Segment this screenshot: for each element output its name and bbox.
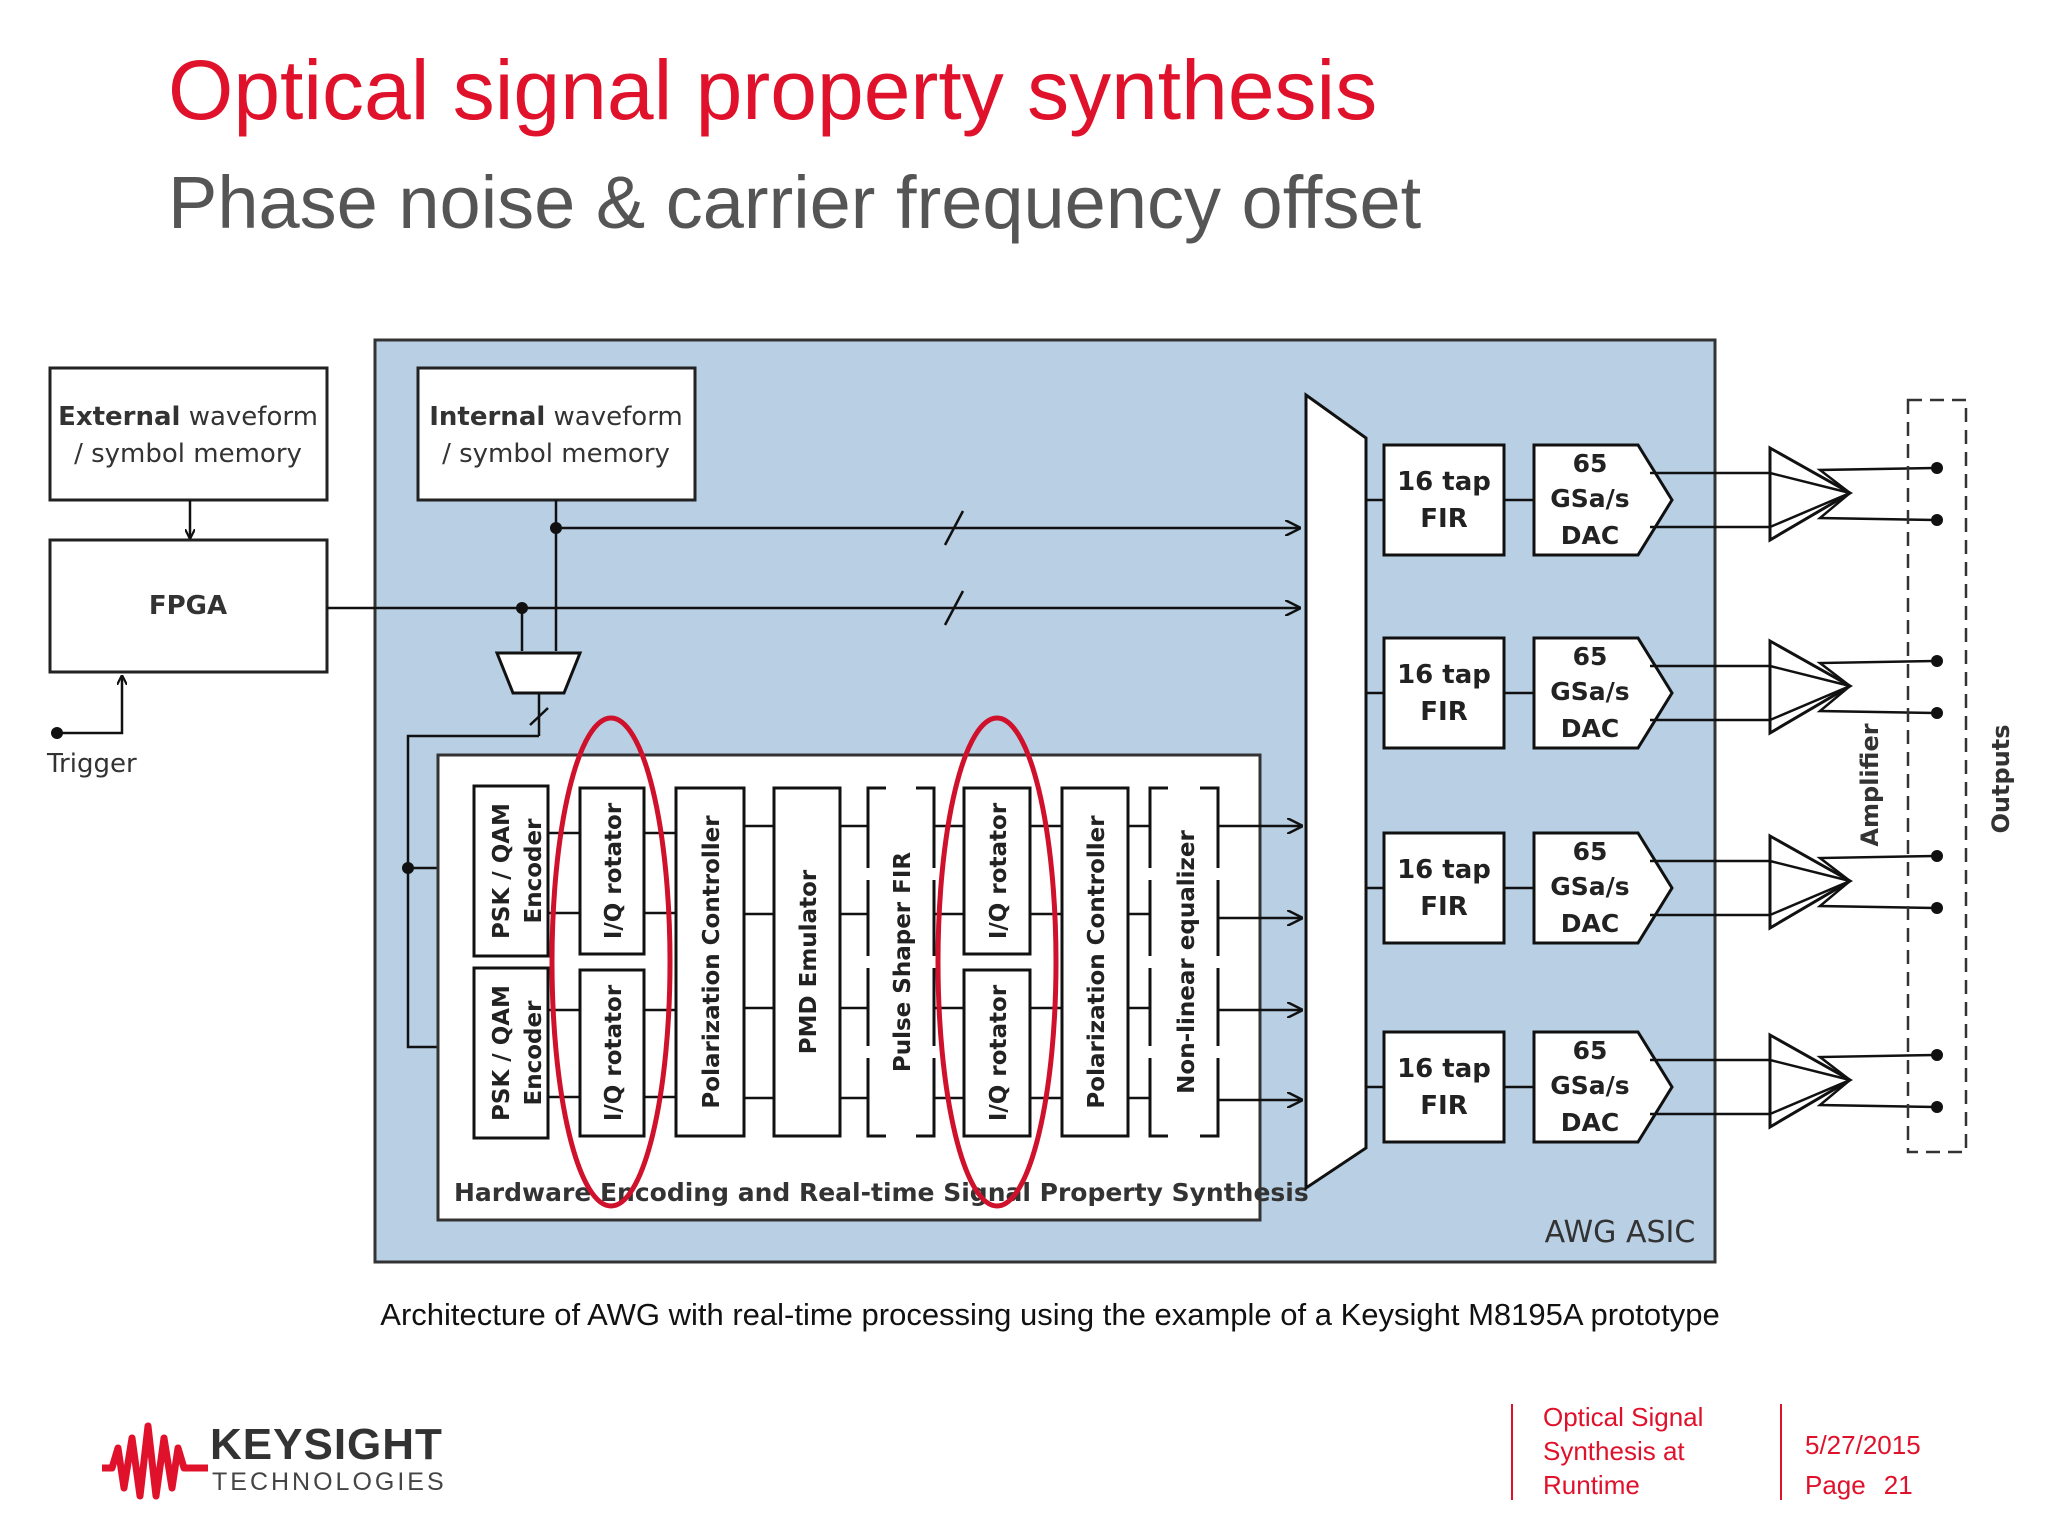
iq-rotator-1-bottom-label: I/Q rotator <box>601 984 627 1121</box>
svg-text:DAC: DAC <box>1561 521 1619 550</box>
output-mux <box>1304 392 1368 1191</box>
svg-text:65: 65 <box>1573 642 1608 671</box>
external-memory-label-2: / symbol memory <box>74 439 302 469</box>
internal-memory-label-2: / symbol memory <box>442 439 670 469</box>
iq-rotator-1-top-label: I/Q rotator <box>601 802 627 939</box>
svg-text:FIR: FIR <box>1420 697 1467 727</box>
channel-3: 16 tap FIR 65 GSa/s DAC <box>1382 831 1674 945</box>
external-memory-box <box>48 366 329 502</box>
internal-memory-label: Internal waveform <box>429 402 683 432</box>
svg-text:65: 65 <box>1573 449 1608 478</box>
svg-text:GSa/s: GSa/s <box>1550 484 1629 513</box>
awg-asic-label: AWG ASIC <box>1545 1215 1696 1250</box>
outputs-boundary <box>1906 398 1968 1154</box>
polarization-controller-2 <box>1060 786 1130 1138</box>
svg-text:16 tap: 16 tap <box>1397 660 1491 690</box>
svg-text:65: 65 <box>1573 1036 1608 1065</box>
svg-text:FIR: FIR <box>1420 892 1467 922</box>
polarization-controller-1-label: Polarization Controller <box>699 815 725 1109</box>
processing-label: Hardware Encoding and Real-time Signal P… <box>454 1178 1309 1207</box>
svg-text:DAC: DAC <box>1561 1108 1619 1137</box>
pulse-shaper-fir-label: Pulse Shaper FIR <box>890 852 916 1073</box>
pmd-emulator-label: PMD Emulator <box>796 869 822 1054</box>
fpga-box <box>48 538 329 674</box>
keysight-logo-icon <box>102 1422 208 1500</box>
awg-architecture-diagram: AWG ASIC External waveform / symbol memo… <box>46 338 2015 1264</box>
nonlinear-equalizer-label: Non-linear equalizer <box>1174 830 1200 1094</box>
channel-2: 16 tap FIR 65 GSa/s DAC <box>1382 636 1674 750</box>
amplifier-label: Amplifier <box>1856 723 1884 846</box>
channel-4: 16 tap FIR 65 GSa/s DAC <box>1382 1030 1674 1144</box>
pulse-shaper-fir <box>866 786 936 1138</box>
highlight-iq-rotator-2 <box>935 715 1059 1209</box>
svg-text:GSa/s: GSa/s <box>1550 677 1629 706</box>
fpga-label: FPGA <box>149 591 227 621</box>
svg-text:GSa/s: GSa/s <box>1550 1071 1629 1100</box>
pmd-emulator <box>772 786 842 1138</box>
svg-text:16 tap: 16 tap <box>1397 467 1491 497</box>
channel-1: 16 tap FIR 65 GSa/s DAC <box>1382 443 1674 557</box>
nonlinear-equalizer <box>1148 786 1220 1138</box>
outputs-label: Outputs <box>1987 725 2015 834</box>
footer-divider-1 <box>1511 1404 1513 1500</box>
encoder-top <box>472 784 550 958</box>
svg-text:65: 65 <box>1573 837 1608 866</box>
svg-text:16 tap: 16 tap <box>1397 1054 1491 1084</box>
slide-subtitle: Phase noise & carrier frequency offset <box>168 161 1422 244</box>
footer-divider-2 <box>1780 1404 1782 1500</box>
input-mux <box>494 651 583 695</box>
internal-memory-box <box>416 366 697 502</box>
slide-title: Optical signal property synthesis <box>168 43 1378 137</box>
svg-text:DAC: DAC <box>1561 909 1619 938</box>
external-memory-label: External waveform <box>58 402 318 432</box>
brand-subtitle: TECHNOLOGIES <box>212 1468 447 1496</box>
svg-text:GSa/s: GSa/s <box>1550 872 1629 901</box>
polarization-controller-1 <box>674 786 746 1138</box>
brand-name: KEYSIGHT <box>210 1420 443 1469</box>
footer-presentation-title: Optical Signal Synthesis at Runtime <box>1543 1402 1704 1500</box>
iq-rotator-2-top-label: I/Q rotator <box>986 802 1012 939</box>
iq-rotator-2-bottom-label: I/Q rotator <box>986 984 1012 1121</box>
iq-rotator-1-bottom <box>578 968 646 1138</box>
iq-rotator-1-top <box>578 786 646 956</box>
highlight-iq-rotator-1 <box>549 715 673 1209</box>
svg-text:16 tap: 16 tap <box>1397 855 1491 885</box>
footer-date: 5/27/2015 <box>1805 1430 1921 1460</box>
svg-text:FIR: FIR <box>1420 1091 1467 1121</box>
svg-text:DAC: DAC <box>1561 714 1619 743</box>
amplifier-stage <box>1650 445 1936 1130</box>
figure-caption: Architecture of AWG with real-time proce… <box>380 1297 1720 1332</box>
iq-rotator-2-top <box>962 786 1032 956</box>
output-terminals <box>1931 462 1943 1113</box>
iq-rotator-2-bottom <box>962 968 1032 1138</box>
polarization-controller-2-label: Polarization Controller <box>1084 815 1110 1109</box>
trigger-label: Trigger <box>46 749 137 779</box>
encoder-bottom <box>472 966 550 1140</box>
svg-text:FIR: FIR <box>1420 504 1467 534</box>
